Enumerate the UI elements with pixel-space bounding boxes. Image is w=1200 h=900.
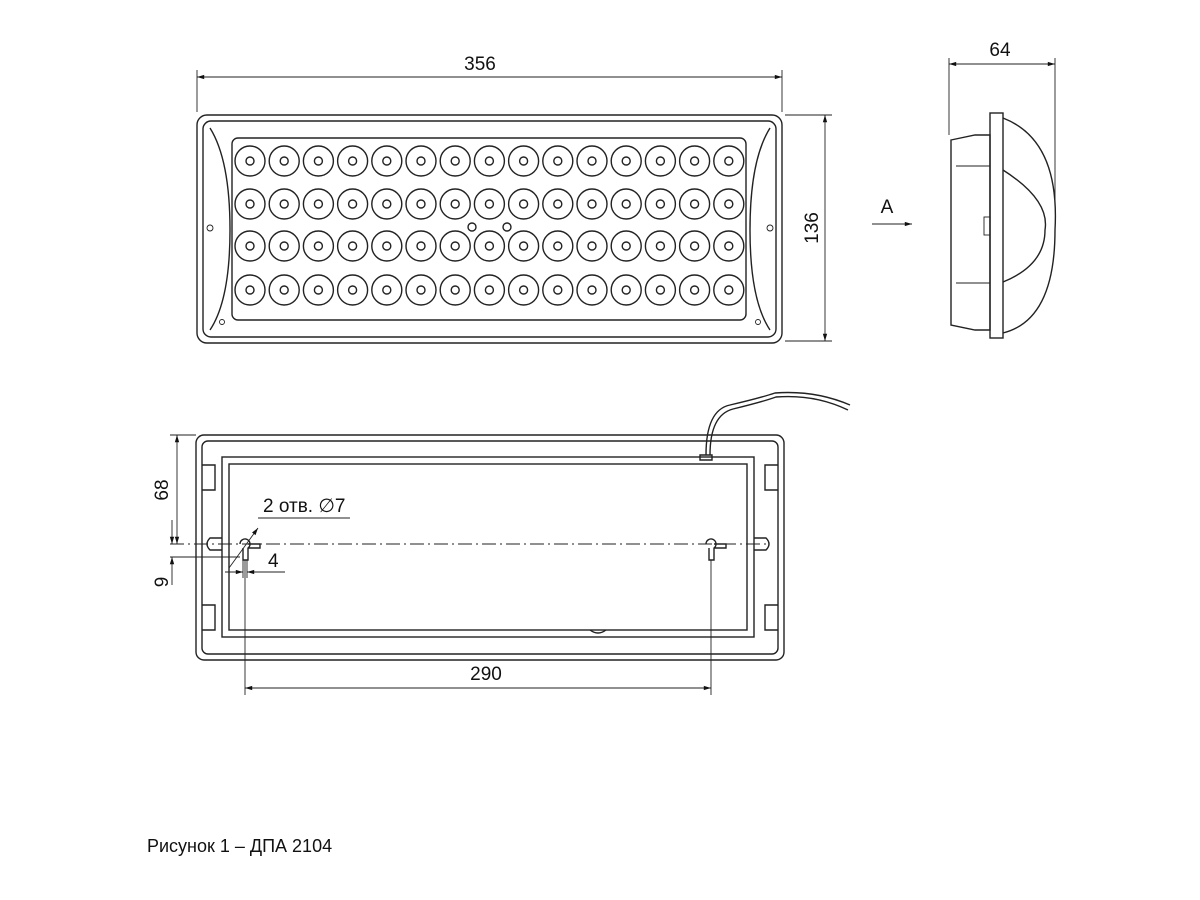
led — [678, 145, 711, 177]
led — [302, 230, 335, 262]
led — [542, 274, 574, 306]
led — [234, 145, 266, 177]
view-arrow-a: A — [872, 197, 912, 227]
led — [234, 230, 266, 262]
led — [644, 274, 677, 306]
led — [713, 230, 745, 262]
led — [405, 145, 437, 177]
led — [473, 188, 506, 220]
led-grid — [234, 145, 745, 306]
dim-136: 136 — [802, 212, 823, 244]
led — [507, 274, 540, 306]
side-view — [950, 112, 1057, 339]
led — [576, 188, 608, 220]
led — [302, 188, 335, 220]
figure-caption: Рисунок 1 – ДПА 2104 — [147, 836, 332, 856]
led — [678, 230, 711, 262]
led — [234, 274, 266, 306]
led — [713, 274, 745, 306]
led — [371, 188, 403, 220]
front-view — [196, 114, 783, 344]
led — [576, 230, 608, 262]
rear-view — [170, 391, 851, 661]
led — [336, 274, 369, 306]
view-label-a: A — [881, 197, 894, 218]
holes-label: 2 отв. ∅7 — [263, 496, 345, 517]
led — [576, 145, 608, 177]
led — [576, 274, 608, 306]
led — [610, 230, 642, 262]
led — [473, 274, 506, 306]
led — [507, 230, 540, 262]
led — [713, 145, 745, 177]
led — [439, 274, 471, 306]
led — [439, 188, 471, 220]
led — [644, 188, 677, 220]
led — [610, 274, 642, 306]
led — [473, 145, 506, 177]
led — [302, 274, 335, 306]
dimension-hole-spacing: 290 — [244, 560, 712, 695]
led — [268, 188, 300, 220]
dim-9: 9 — [152, 577, 173, 588]
led — [371, 145, 403, 177]
led — [336, 145, 369, 177]
led — [336, 230, 369, 262]
dimension-depth: 64 — [948, 40, 1056, 200]
power-cable — [705, 391, 851, 456]
led — [371, 274, 403, 306]
dimension-offset: 9 — [152, 520, 240, 587]
led — [405, 230, 437, 262]
led — [610, 188, 642, 220]
dimension-slot: 4 — [225, 551, 285, 578]
dim-4: 4 — [268, 551, 279, 572]
led — [268, 230, 300, 262]
dimension-height: 136 — [785, 114, 832, 342]
led — [644, 145, 677, 177]
dimension-width: 356 — [196, 54, 783, 112]
led — [234, 188, 266, 220]
led — [336, 188, 369, 220]
led — [371, 230, 403, 262]
dim-356: 356 — [464, 54, 496, 75]
dim-64: 64 — [989, 40, 1011, 61]
dim-68: 68 — [152, 479, 173, 500]
led — [439, 145, 471, 177]
led — [507, 188, 540, 220]
led — [542, 145, 574, 177]
led — [610, 145, 642, 177]
led — [405, 274, 437, 306]
led — [507, 145, 540, 177]
led — [542, 188, 574, 220]
led — [405, 188, 437, 220]
led — [268, 145, 300, 177]
led — [439, 230, 471, 262]
led — [678, 188, 711, 220]
dimension-holes: 2 отв. ∅7 — [228, 496, 350, 569]
led — [542, 230, 574, 262]
led — [644, 230, 677, 262]
led — [473, 230, 506, 262]
led — [678, 274, 711, 306]
dim-290: 290 — [470, 664, 502, 685]
dimension-mount-height: 68 — [152, 434, 196, 544]
led — [268, 274, 300, 306]
led — [302, 145, 335, 177]
led — [713, 188, 745, 220]
